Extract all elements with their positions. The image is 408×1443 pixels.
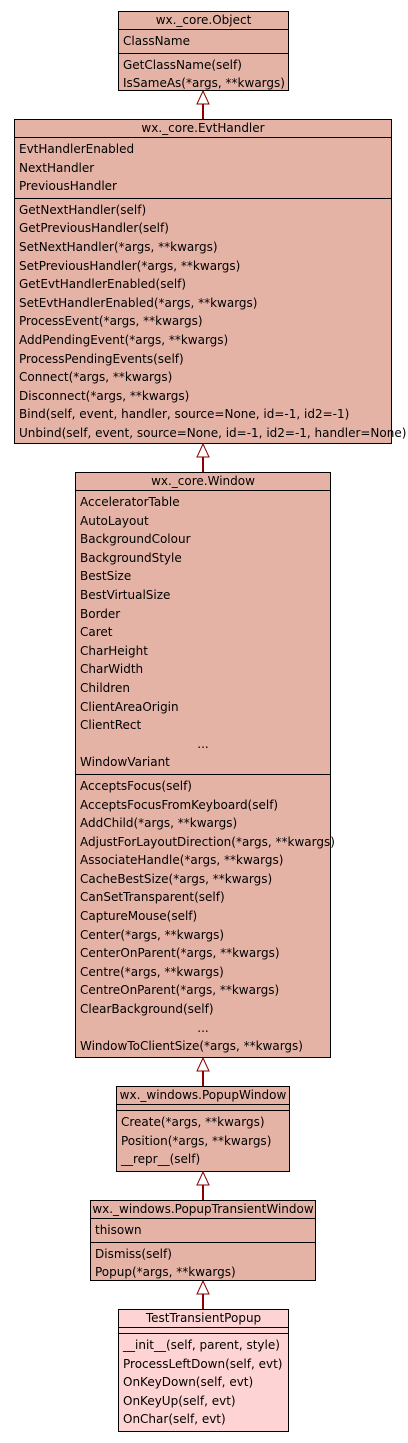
class-box-popuptransientwindow: wx._windows.PopupTransientWindow thisown… xyxy=(90,1200,316,1281)
method-section: AcceptsFocus(self) AcceptsFocusFromKeybo… xyxy=(76,775,335,1058)
attribute-section: ClassName xyxy=(119,30,288,54)
method-row: __repr__(self) xyxy=(121,1152,201,1167)
attribute-row: BackgroundStyle xyxy=(80,550,182,565)
attribute-row: ClientRect xyxy=(80,718,142,733)
method-row: OnKeyDown(self, evt) xyxy=(123,1375,254,1390)
class-title: wx._windows.PopupTransientWindow xyxy=(91,1201,315,1219)
method-row: AcceptsFocus(self) xyxy=(80,778,192,793)
method-row: CentreOnParent(*args, **kwargs) xyxy=(80,983,280,998)
method-row: CanSetTransparent(self) xyxy=(80,890,225,905)
attribute-section: thisown xyxy=(91,1219,315,1243)
attribute-row: ClientAreaOrigin xyxy=(80,699,179,714)
attribute-row: Children xyxy=(80,680,130,695)
attribute-row: BestVirtualSize xyxy=(80,587,171,602)
method-row: ProcessLeftDown(self, evt) xyxy=(123,1356,283,1371)
attribute-row: WindowVariant xyxy=(80,755,170,770)
method-row: Connect(*args, **kwargs) xyxy=(19,370,173,385)
method-section: GetNextHandler(self) GetPreviousHandler(… xyxy=(15,199,407,445)
class-box-evthandler: wx._core.EvtHandler EvtHandlerEnabled Ne… xyxy=(14,119,407,445)
method-row: CacheBestSize(*args, **kwargs) xyxy=(80,871,273,886)
class-title: TestTransientPopup xyxy=(119,1310,288,1328)
method-row: AcceptsFocusFromKeyboard(self) xyxy=(80,797,279,812)
method-row: SetPreviousHandler(*args, **kwargs) xyxy=(19,258,241,273)
method-row: ProcessEvent(*args, **kwargs) xyxy=(19,314,203,329)
inheritance-arrowhead xyxy=(196,442,210,458)
method-section: Dismiss(self) Popup(*args, **kwargs) xyxy=(91,1243,315,1284)
attribute-row: ClassName xyxy=(123,34,190,48)
method-row: Popup(*args, **kwargs) xyxy=(95,1265,236,1280)
method-ellipsis: ... xyxy=(197,1020,209,1035)
method-section: Create(*args, **kwargs) Position(*args, … xyxy=(117,1111,289,1171)
method-section: GetClassName(self) IsSameAs(*args, **kwa… xyxy=(119,54,288,95)
method-row: Disconnect(*args, **kwargs) xyxy=(19,388,190,403)
attribute-section xyxy=(119,1328,288,1334)
attribute-section: EvtHandlerEnabled NextHandler PreviousHa… xyxy=(15,138,391,199)
attribute-section: AcceleratorTable AutoLayout BackgroundCo… xyxy=(76,491,330,775)
class-box-popupwindow: wx._windows.PopupWindow Create(*args, **… xyxy=(116,1086,290,1172)
class-box-object: wx._core.Object ClassName GetClassName(s… xyxy=(118,11,289,91)
method-row: GetPreviousHandler(self) xyxy=(19,221,169,236)
method-section: __init__(self, parent, style) ProcessLef… xyxy=(119,1334,288,1431)
method-row: OnKeyUp(self, evt) xyxy=(123,1393,236,1408)
class-title: wx._core.EvtHandler xyxy=(15,120,391,138)
method-row: WindowToClientSize(*args, **kwargs) xyxy=(80,1039,303,1054)
method-row: __init__(self, parent, style) xyxy=(123,1338,280,1352)
method-row: Bind(self, event, handler, source=None, … xyxy=(19,407,350,422)
method-row: OnChar(self, evt) xyxy=(123,1412,226,1427)
attribute-row: CharHeight xyxy=(80,643,148,658)
method-row: Dismiss(self) xyxy=(95,1246,172,1261)
method-row: SetEvtHandlerEnabled(*args, **kwargs) xyxy=(19,295,258,310)
attribute-row: PreviousHandler xyxy=(19,179,117,194)
attribute-row: AutoLayout xyxy=(80,513,149,528)
method-row: AssociateHandle(*args, **kwargs) xyxy=(80,853,284,868)
method-row: ProcessPendingEvents(self) xyxy=(19,351,184,366)
inheritance-arrowhead xyxy=(196,1056,210,1072)
attribute-row: NextHandler xyxy=(19,160,95,175)
class-box-window: wx._core.Window AcceleratorTable AutoLay… xyxy=(75,472,335,1058)
method-row: AdjustForLayoutDirection(*args, **kwargs… xyxy=(80,834,335,849)
class-box-testtransientpopup: TestTransientPopup __init__(self, parent… xyxy=(118,1309,289,1432)
attribute-row: AcceleratorTable xyxy=(80,495,180,509)
inheritance-arrowhead xyxy=(196,1279,210,1295)
method-row: GetEvtHandlerEnabled(self) xyxy=(19,277,187,292)
method-row: GetClassName(self) xyxy=(123,57,242,72)
method-row: CenterOnParent(*args, **kwargs) xyxy=(80,946,280,961)
attribute-row: BestSize xyxy=(80,569,132,584)
method-row: Unbind(self, event, source=None, id=-1, … xyxy=(19,425,407,440)
attribute-ellipsis: ... xyxy=(197,736,209,751)
method-row: AddPendingEvent(*args, **kwargs) xyxy=(19,332,229,347)
method-row: SetNextHandler(*args, **kwargs) xyxy=(19,239,218,254)
method-row: GetNextHandler(self) xyxy=(19,202,147,217)
attribute-row: thisown xyxy=(95,1223,142,1237)
method-row: IsSameAs(*args, **kwargs) xyxy=(123,76,285,91)
method-row: Position(*args, **kwargs) xyxy=(121,1133,272,1148)
attribute-row: Border xyxy=(80,606,121,621)
attribute-row: EvtHandlerEnabled xyxy=(19,142,135,156)
class-title: wx._core.Object xyxy=(119,12,288,30)
method-row: CaptureMouse(self) xyxy=(80,909,198,924)
attribute-row: CharWidth xyxy=(80,662,144,677)
attribute-section xyxy=(117,1105,289,1111)
method-row: Create(*args, **kwargs) xyxy=(121,1115,265,1129)
attribute-row: Caret xyxy=(80,625,113,640)
method-row: ClearBackground(self) xyxy=(80,1002,214,1017)
method-row: Centre(*args, **kwargs) xyxy=(80,964,224,979)
class-title: wx._core.Window xyxy=(76,473,330,491)
method-row: AddChild(*args, **kwargs) xyxy=(80,816,238,831)
method-row: Center(*args, **kwargs) xyxy=(80,927,225,942)
inheritance-arrowhead xyxy=(196,89,210,105)
class-title: wx._windows.PopupWindow xyxy=(117,1087,289,1105)
inheritance-arrowhead xyxy=(196,1170,210,1186)
attribute-row: BackgroundColour xyxy=(80,532,191,547)
